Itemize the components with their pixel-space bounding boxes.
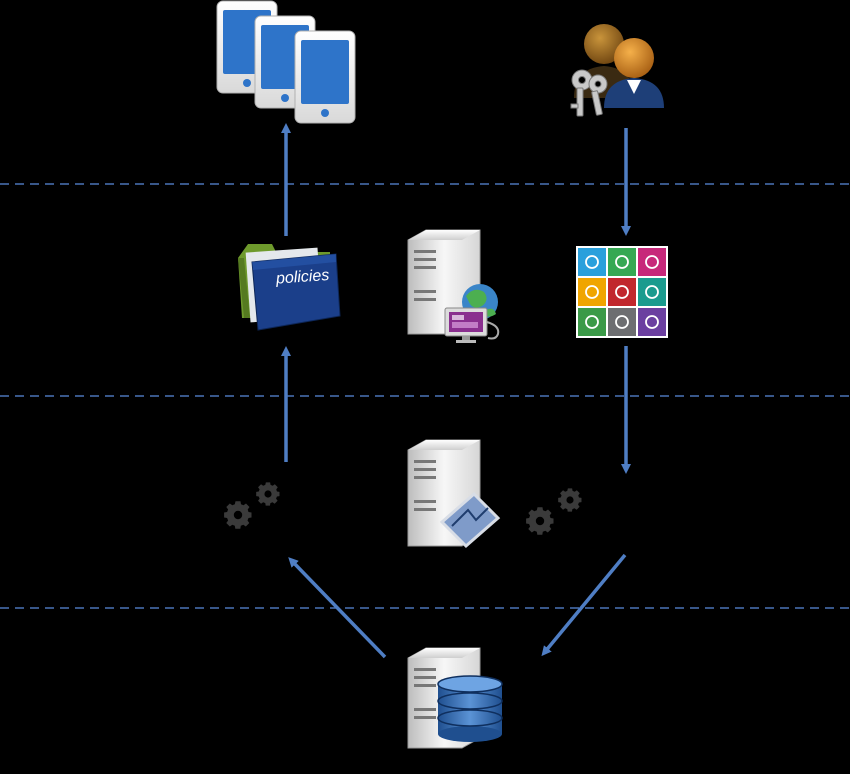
app-tile xyxy=(638,308,666,336)
arrow-gears-to-database xyxy=(541,553,627,657)
app-tile-glyph-icon xyxy=(615,285,629,299)
app-tile xyxy=(608,248,636,276)
app-tile-glyph-icon xyxy=(585,315,599,329)
flow-arrows xyxy=(281,123,631,659)
processing-server-icon xyxy=(407,439,501,549)
gears-icon xyxy=(526,488,582,535)
phone-icon xyxy=(294,30,356,124)
app-tile-glyph-icon xyxy=(585,285,599,299)
users-keys-icon xyxy=(570,24,664,117)
gears-icon xyxy=(224,482,280,529)
app-tile xyxy=(578,278,606,306)
keys-icon xyxy=(570,69,608,117)
app-tile-glyph-icon xyxy=(615,315,629,329)
app-tile-glyph-icon xyxy=(585,255,599,269)
mobile-devices-icon xyxy=(216,0,356,124)
arrow-database-to-gears xyxy=(288,557,387,659)
database-icon xyxy=(437,675,503,742)
app-tile-glyph-icon xyxy=(645,285,659,299)
web-server-icon xyxy=(407,229,500,343)
folder-label: policies xyxy=(274,267,329,288)
app-tile xyxy=(638,278,666,306)
monitor-icon xyxy=(444,307,500,343)
app-tile xyxy=(638,248,666,276)
layer-separators xyxy=(0,183,850,609)
app-tile-glyph-icon xyxy=(645,255,659,269)
app-tiles-icon xyxy=(576,246,668,338)
policies-folder-icon: poli policies xyxy=(238,244,341,331)
app-tile-glyph-icon xyxy=(645,315,659,329)
chart-window-icon xyxy=(439,491,501,549)
app-tile xyxy=(578,248,606,276)
app-tile xyxy=(608,308,636,336)
app-tile xyxy=(608,278,636,306)
app-tile xyxy=(578,308,606,336)
app-tile-glyph-icon xyxy=(615,255,629,269)
database-server-icon xyxy=(407,647,503,749)
